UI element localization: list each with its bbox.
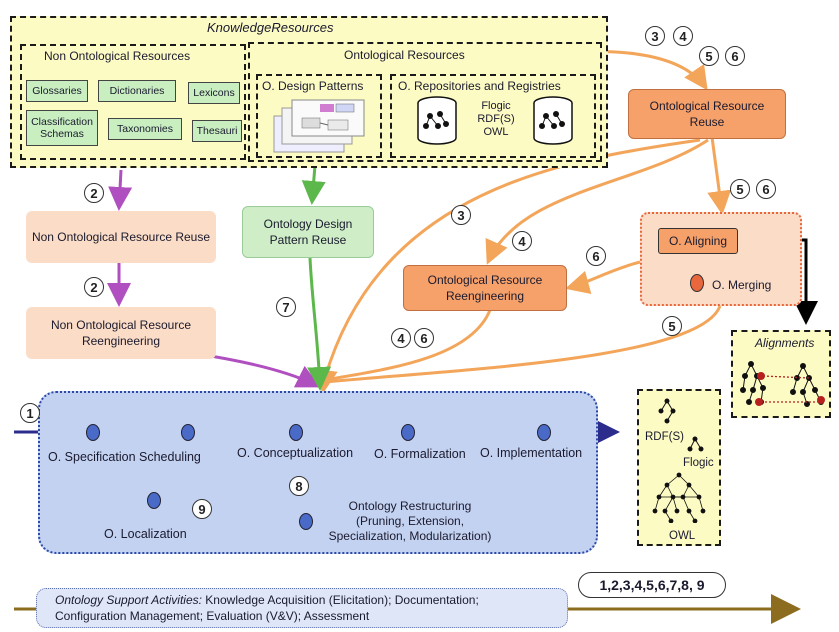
scenario-number-7: 7	[276, 297, 296, 317]
support-line-1: Ontology Support Activities: Knowledge A…	[55, 592, 567, 608]
scenario-number-6: 6	[414, 328, 434, 348]
note-glossaries: Glossaries	[26, 80, 88, 102]
arrow-odp-reuse-to-main	[307, 257, 332, 391]
scenario-number-1: 1	[20, 403, 40, 423]
alignments-box: Alignments	[731, 330, 831, 418]
scenario-number-3: 3	[451, 205, 471, 225]
scenario-number-6: 6	[756, 179, 776, 199]
language-flogic: Flogic	[481, 100, 511, 112]
scenario-number-4: 4	[673, 26, 693, 46]
scenario-number-4: 4	[512, 231, 532, 251]
note-lexicons: Lexicons	[188, 82, 240, 104]
output-graph-flogic	[687, 436, 704, 452]
output-label-rdfs: RDF(S)	[645, 431, 684, 443]
repository-db-icon-right	[533, 96, 573, 145]
label-localization: O. Localization	[104, 527, 187, 541]
aligning-merging-group: O. Aligning O. Merging	[640, 212, 802, 306]
note-dictionaries: Dictionaries	[98, 80, 176, 102]
support-label: Ontology Support Activities:	[55, 593, 202, 607]
non-ont-resource-reuse-box: Non Ontological Resource Reuse	[26, 211, 216, 263]
node-scheduling	[181, 424, 195, 441]
scenario-number-4: 4	[391, 328, 411, 348]
aligning-box: O. Aligning	[658, 228, 738, 254]
merging-node	[690, 274, 704, 292]
node-restructuring	[299, 513, 313, 530]
support-line-2: Configuration Management; Evaluation (V&…	[55, 609, 370, 623]
scenario-number-3: 3	[645, 26, 665, 46]
output-graph-rdfs	[658, 398, 676, 424]
ontological-resources-title: Ontological Resources	[344, 48, 465, 62]
output-label-owl: OWL	[669, 530, 696, 542]
note-classification-schemas: Classification Schemas	[26, 110, 98, 146]
output-graph-owl	[652, 472, 706, 523]
node-formalization	[401, 424, 415, 441]
scenario-number-5: 5	[699, 46, 719, 66]
repository-languages: Flogic RDF(S) OWL	[468, 100, 524, 139]
repositories-box: O. Repositories and Registries Flogic RD…	[390, 74, 596, 158]
arrow-merging-to-main	[324, 305, 722, 384]
restructuring-title: Ontology Restructuring	[348, 499, 472, 513]
scenario-number-5: 5	[730, 179, 750, 199]
language-owl: OWL	[483, 126, 509, 138]
ontological-resources-box: Ontological Resources O. Design Patterns…	[248, 42, 602, 162]
arrow-reuse-to-aligning	[707, 136, 732, 215]
odp-reuse-box: Ontology Design Pattern Reuse	[242, 206, 374, 258]
scenario-number-2: 2	[84, 183, 104, 203]
scenario-number-5: 5	[662, 316, 682, 336]
repository-db-icon-left	[417, 96, 457, 145]
scenario-number-6: 6	[725, 46, 745, 66]
scenario-number-6: 6	[586, 246, 606, 266]
label-implementation: O. Implementation	[480, 446, 583, 460]
restructuring-line1: (Pruning, Extension,	[355, 514, 465, 528]
label-restructuring: Ontology Restructuring (Pruning, Extensi…	[310, 499, 510, 544]
node-conceptualization	[289, 424, 303, 441]
non-ont-resource-reeng-box: Non Ontological Resource Reengineering	[26, 307, 216, 359]
note-thesauri: Thesauri	[192, 120, 242, 142]
non-ontological-title: Non Ontological Resources	[44, 49, 191, 63]
language-rdfs: RDF(S)	[477, 113, 515, 125]
arrow-aligning-to-reeng	[565, 260, 641, 295]
alignments-title: Alignments	[755, 336, 815, 350]
label-formalization: O. Formalization	[374, 447, 466, 461]
main-development-area	[38, 391, 598, 554]
outputs-box: RDF(S) Flogic OWL	[637, 389, 721, 546]
scenario-number-8: 8	[289, 476, 309, 496]
label-conceptualization: O. Conceptualization	[237, 446, 354, 460]
support-line1-rest: Knowledge Acquisition (Elicitation); Doc…	[201, 593, 479, 607]
support-activities-box: Ontology Support Activities: Knowledge A…	[36, 588, 568, 628]
note-taxonomies: Taxonomies	[108, 118, 182, 140]
output-label-flogic: Flogic	[683, 457, 714, 469]
design-patterns-box: O. Design Patterns	[256, 74, 382, 158]
node-specification	[86, 424, 100, 441]
restructuring-line2: Specialization, Modularization)	[328, 529, 492, 543]
ont-resource-reuse-box: Ontological Resource Reuse	[628, 89, 786, 139]
scenario-number-2: 2	[84, 277, 104, 297]
merging-label: O. Merging	[712, 278, 772, 292]
scenario-number-9: 9	[192, 499, 212, 519]
design-patterns-title: O. Design Patterns	[262, 79, 364, 93]
arrow-reuse-to-main	[323, 138, 701, 379]
node-localization	[147, 492, 161, 509]
non-ontological-resources-box: Non Ontological Resources Glossaries Dic…	[20, 44, 246, 160]
arrow-reeng-to-main	[324, 309, 492, 382]
label-specification-scheduling: O. Specification Scheduling	[48, 450, 201, 464]
alignments-graph	[740, 361, 825, 407]
arrow-orange-into-main	[313, 368, 338, 394]
design-patterns-image	[273, 99, 365, 153]
arrow-reuse-to-reeng	[485, 138, 709, 265]
arrow-nor-reeng-to-main	[197, 352, 321, 388]
arrow-nor-to-reuse	[108, 169, 133, 211]
repositories-title: O. Repositories and Registries	[398, 79, 561, 93]
knowledge-resources-box: KnowledgeResources Non Ontological Resou…	[10, 16, 608, 168]
ont-resource-reeng-box: Ontological Resource Reengineering	[403, 265, 567, 311]
node-implementation	[537, 424, 551, 441]
knowledge-resources-title: KnowledgeResources	[207, 20, 334, 35]
all-scenarios-badge: 1,2,3,4,5,6,7,8, 9	[578, 572, 726, 598]
